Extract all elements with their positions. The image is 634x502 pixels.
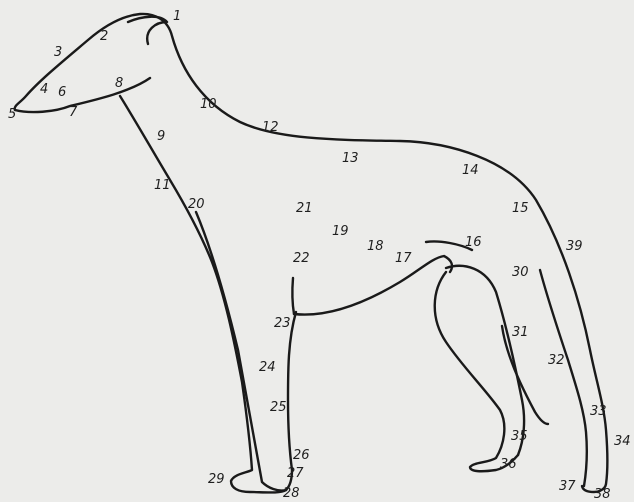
- outline-front-neck-leg: [120, 96, 286, 493]
- outline-topline: [15, 14, 608, 492]
- outline-hock: [540, 270, 587, 486]
- point-label: 23: [274, 316, 291, 331]
- point-label: 39: [566, 239, 583, 254]
- outline-muzzle-underside: [15, 78, 150, 112]
- point-label: 15: [512, 201, 529, 216]
- point-label: 22: [293, 251, 310, 266]
- point-label: 2: [100, 29, 108, 44]
- point-label: 14: [462, 163, 479, 178]
- point-label: 29: [208, 472, 225, 487]
- point-label: 37: [559, 479, 576, 494]
- outline-foreleg-back: [286, 312, 296, 490]
- point-label: 13: [342, 151, 359, 166]
- point-label: 36: [500, 457, 517, 472]
- point-label: 17: [395, 251, 412, 266]
- point-label: 25: [270, 400, 287, 415]
- point-label: 21: [296, 201, 313, 216]
- point-label: 34: [614, 434, 631, 449]
- outline-elbow: [292, 278, 294, 314]
- point-label: 7: [69, 105, 78, 120]
- point-label: 33: [590, 404, 607, 419]
- point-label: 31: [512, 325, 529, 340]
- point-label: 8: [115, 76, 123, 91]
- point-label: 28: [283, 486, 300, 501]
- point-label: 3: [54, 45, 62, 60]
- point-label: 38: [594, 487, 611, 502]
- point-label: 18: [367, 239, 384, 254]
- outline-ear: [128, 17, 167, 44]
- point-label: 27: [287, 466, 304, 481]
- point-label: 9: [157, 129, 165, 144]
- point-labels: 1 2 3 4 5 6 7 8 9 10 11 12 13 14 15 16 1…: [8, 9, 631, 502]
- dog-outline: [15, 14, 608, 493]
- outline-rear-leg-inner: [435, 272, 518, 471]
- point-label: 32: [548, 353, 565, 368]
- point-label: 35: [511, 429, 528, 444]
- point-label: 19: [332, 224, 349, 239]
- point-label: 11: [154, 178, 171, 193]
- point-label: 20: [188, 197, 205, 212]
- point-label: 5: [8, 107, 16, 122]
- point-label: 10: [200, 97, 217, 112]
- point-label: 12: [262, 120, 279, 135]
- point-label: 1: [173, 9, 181, 24]
- outline-belly: [294, 256, 452, 315]
- point-label: 26: [293, 448, 310, 463]
- point-label: 24: [259, 360, 276, 375]
- point-label: 30: [512, 265, 529, 280]
- point-label: 4: [40, 82, 48, 97]
- point-label: 16: [465, 235, 482, 250]
- point-label: 6: [58, 85, 66, 100]
